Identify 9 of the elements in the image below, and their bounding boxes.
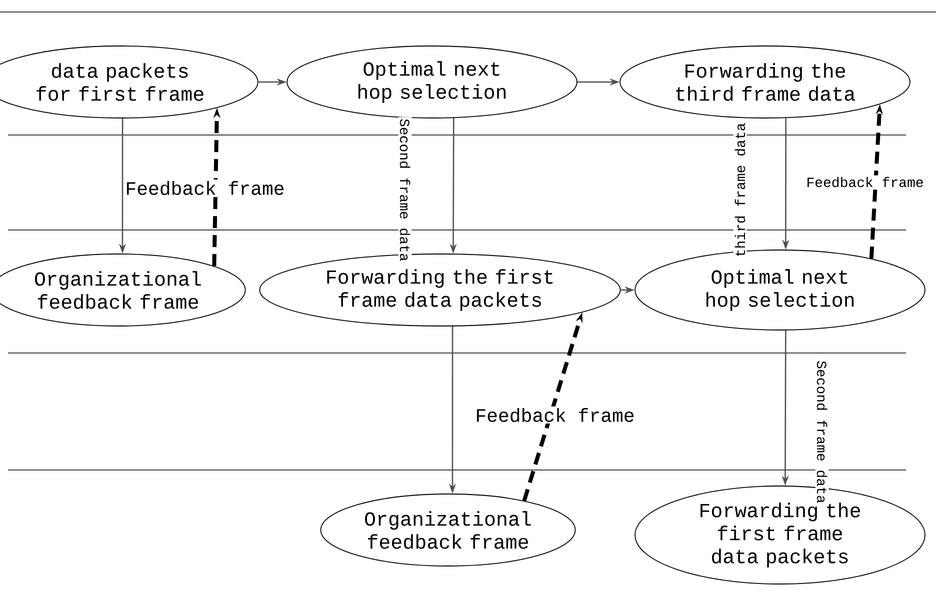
- edge-label: Feedback frame: [804, 175, 926, 189]
- ellipse-node: Optimal next hop selection: [286, 46, 578, 118]
- edge-label: Feedback frame: [474, 406, 636, 424]
- edge-label: third frame data: [733, 121, 747, 259]
- edge-label: Second frame data: [815, 359, 829, 505]
- ellipse-node: Organizational feedback frame: [320, 494, 576, 566]
- edge-label: Feedback frame: [124, 180, 286, 196]
- edge-label: Second frame data: [398, 117, 412, 263]
- ellipse-node: Forwarding the third frame data: [620, 46, 910, 118]
